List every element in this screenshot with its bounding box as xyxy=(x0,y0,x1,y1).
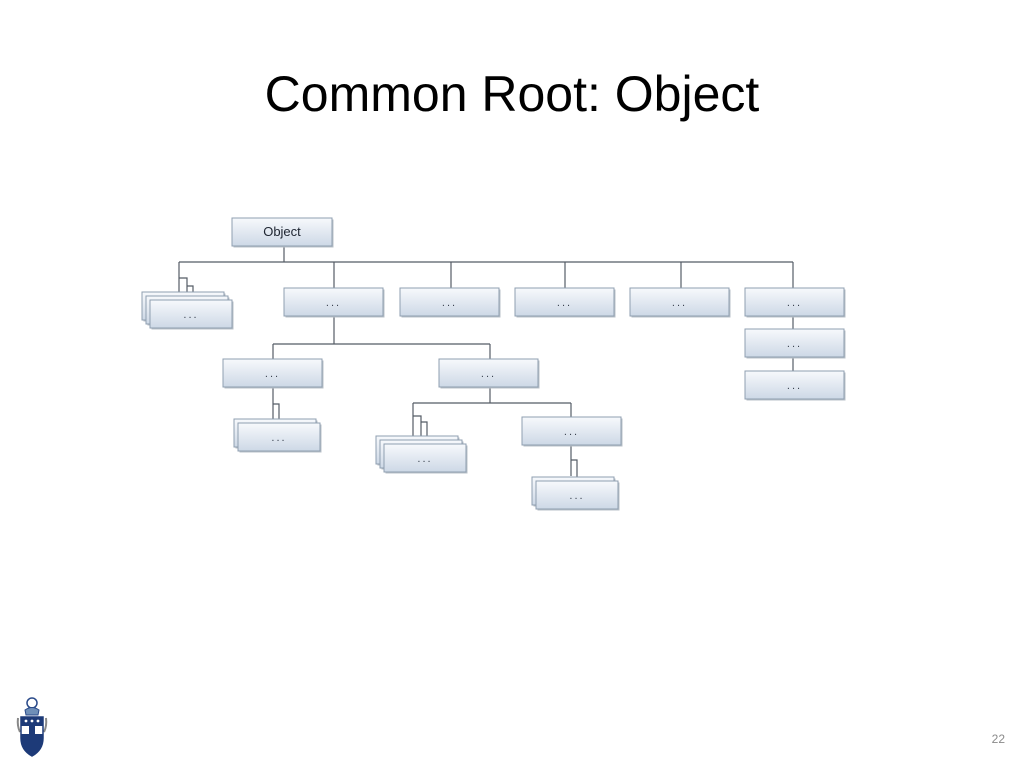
node-label: ... xyxy=(787,297,802,309)
class-node: ... xyxy=(438,358,540,389)
node-label: ... xyxy=(672,297,687,309)
class-node: ... xyxy=(744,328,846,359)
node-label: ... xyxy=(787,380,802,392)
stack-node: ... xyxy=(535,480,620,511)
node-label: ... xyxy=(787,338,802,350)
node-label: ... xyxy=(271,432,286,444)
node-boxes: Object..................................… xyxy=(141,217,846,511)
stack-node: ... xyxy=(237,422,322,453)
class-node: ... xyxy=(521,416,623,447)
slide-number: 22 xyxy=(991,732,1005,746)
root-object-node: Object xyxy=(231,217,334,248)
class-node: ... xyxy=(283,287,385,318)
node-label: ... xyxy=(569,490,584,502)
node-label: ... xyxy=(183,309,198,321)
class-node: ... xyxy=(514,287,616,318)
class-node: ... xyxy=(399,287,501,318)
class-node: ... xyxy=(744,287,846,318)
node-label: ... xyxy=(326,297,341,309)
node-label: ... xyxy=(417,453,432,465)
root-node-label: Object xyxy=(263,224,301,239)
stack-node: ... xyxy=(149,299,234,330)
class-node: ... xyxy=(629,287,731,318)
node-label: ... xyxy=(481,368,496,380)
class-node: ... xyxy=(744,370,846,401)
node-label: ... xyxy=(564,426,579,438)
stack-node: ... xyxy=(383,443,468,474)
node-label: ... xyxy=(265,368,280,380)
node-label: ... xyxy=(442,297,457,309)
university-crest-icon xyxy=(14,696,50,767)
slide-title: Common Root: Object xyxy=(264,66,760,122)
connector-line xyxy=(571,459,578,480)
node-label: ... xyxy=(557,297,572,309)
class-node: ... xyxy=(222,358,324,389)
